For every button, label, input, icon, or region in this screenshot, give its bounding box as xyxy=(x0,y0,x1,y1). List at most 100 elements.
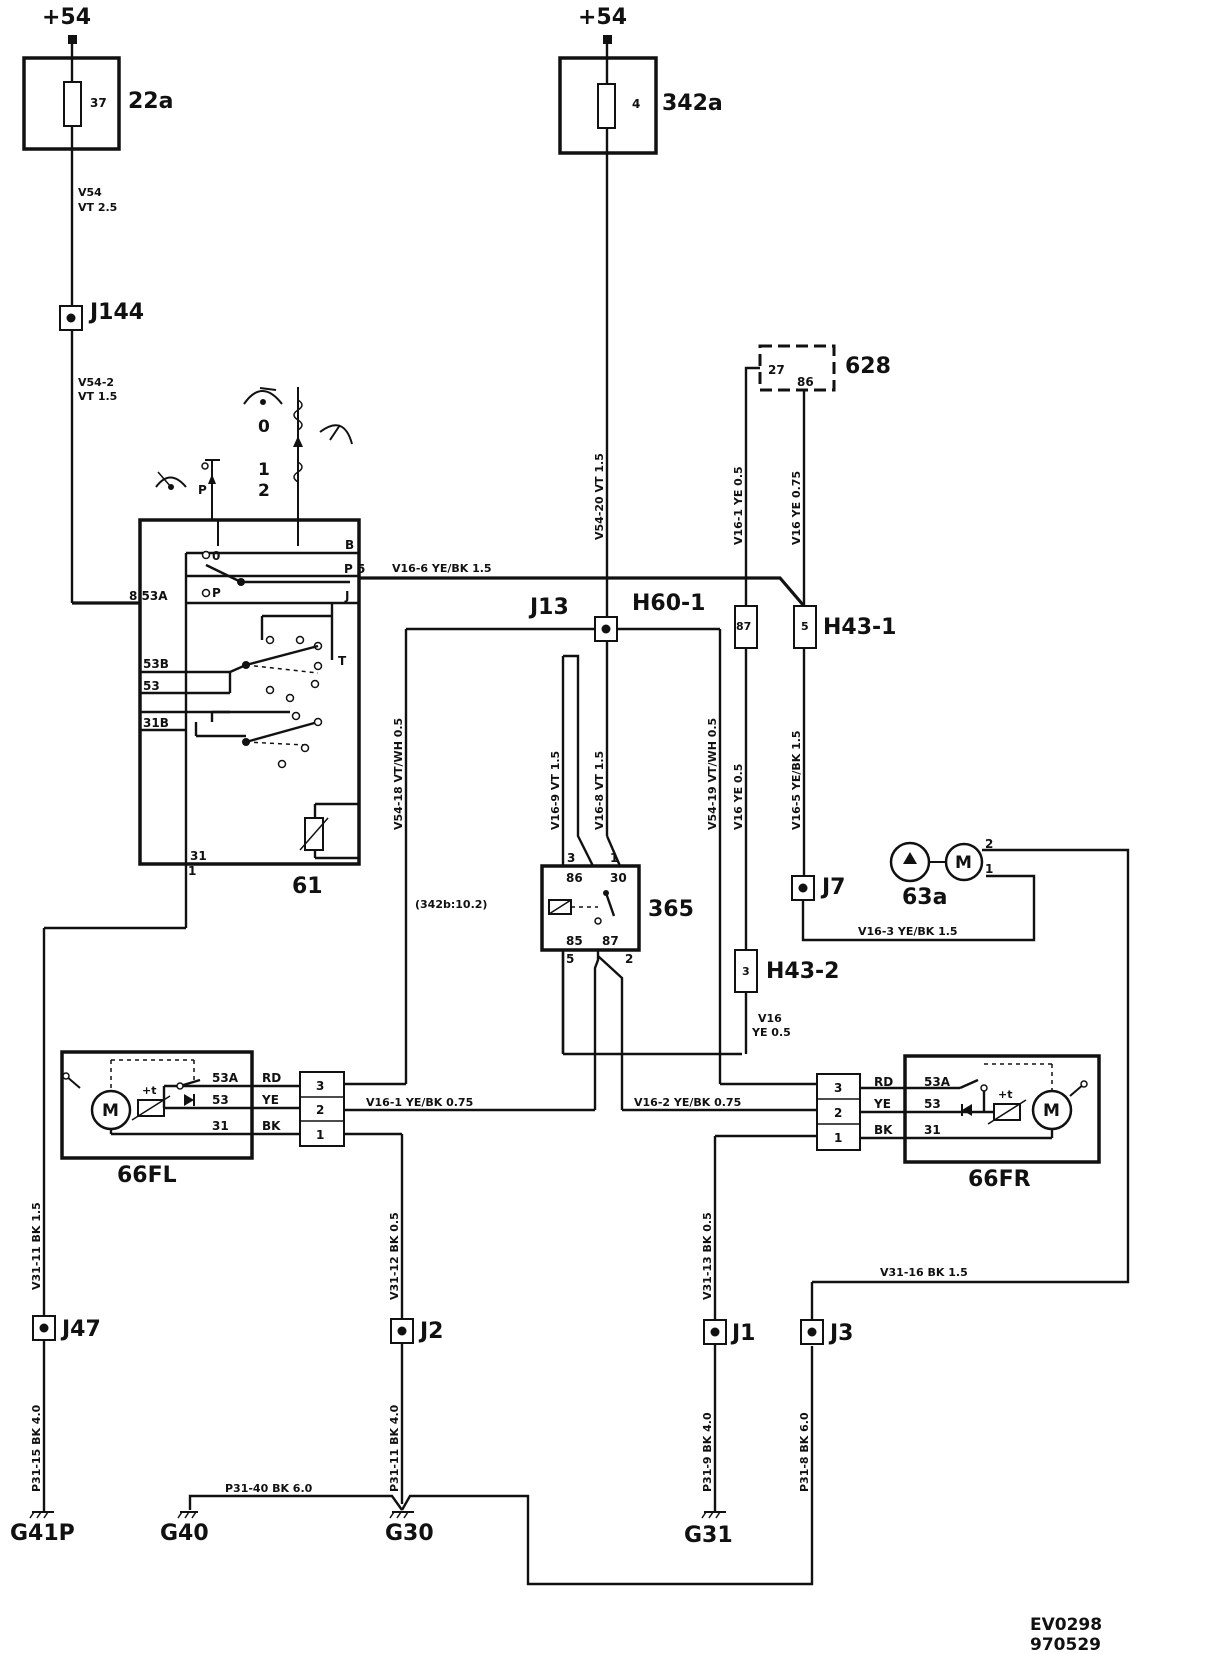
motor-66FL-wire-BK: BK xyxy=(262,1119,281,1133)
switch-61-terminal-J: J xyxy=(344,589,349,603)
wire-label: V16-6 YE/BK 1.5 xyxy=(392,562,492,575)
relay-365-pin-2: 2 xyxy=(625,952,633,966)
supply-left-terminal xyxy=(68,35,77,44)
motor-66FL-pin-31: 31 xyxy=(212,1119,229,1133)
motor-66FL-wire-YE: YE xyxy=(261,1093,279,1107)
connector-66FL-pin-1: 1 xyxy=(316,1128,324,1142)
switch-61-terminal-53A: 8 53A xyxy=(129,589,168,603)
supply-right-label: +54 xyxy=(578,5,627,30)
motor-66FR-pin-53: 53 xyxy=(924,1097,941,1111)
wire-label: V16-1 YE 0.5 xyxy=(732,466,745,545)
pump-63a-label: 63a xyxy=(902,885,947,910)
wire-label: V54-2 xyxy=(78,376,114,389)
motor-66FL-wire-RD: RD xyxy=(262,1071,281,1085)
ground-G40-label: G40 xyxy=(160,1521,209,1546)
wire-label: P31-15 BK 4.0 xyxy=(30,1404,43,1492)
supply-left-label: +54 xyxy=(42,5,91,30)
motor-66FL-pin-53: 53 xyxy=(212,1093,229,1107)
footer-date: 970529 xyxy=(1030,1635,1101,1654)
junction-J144-label: J144 xyxy=(88,300,144,325)
wire-label: P31-40 BK 6.0 xyxy=(225,1482,313,1495)
connector-66FL-pin-3: 3 xyxy=(316,1079,324,1093)
connector-66FR-pin-2: 2 xyxy=(834,1106,842,1120)
switch-61-label: 61 xyxy=(292,874,323,899)
motor-66FR-pin-53A: 53A xyxy=(924,1075,951,1089)
wire-label: V16-1 YE/BK 0.75 xyxy=(366,1096,473,1109)
wire-label: V16-3 YE/BK 1.5 xyxy=(858,925,958,938)
wire-label: V16 YE 0.5 xyxy=(732,764,745,830)
wire-label: V54 xyxy=(78,186,102,199)
connector-66FR-pin-1: 1 xyxy=(834,1131,842,1145)
ground-G30-label: G30 xyxy=(385,1521,434,1546)
switch-61-pos-1-top: 1 xyxy=(258,460,270,480)
switch-61-pos-0-top: 0 xyxy=(258,417,270,437)
pump-63a-pin-2: 2 xyxy=(985,837,993,851)
motor-66FL-thermal: +t xyxy=(142,1084,156,1097)
switch-61-terminal-53: 53 xyxy=(143,679,160,693)
wire-label: V31-16 BK 1.5 xyxy=(880,1266,968,1279)
junction-J3-label: J3 xyxy=(828,1321,854,1346)
connector-66FL-pin-2: 2 xyxy=(316,1103,324,1117)
wire-label: V31-12 BK 0.5 xyxy=(388,1212,401,1300)
wire-label: V31-13 BK 0.5 xyxy=(701,1212,714,1300)
wire-label: V16-8 VT 1.5 xyxy=(593,751,606,830)
switch-61-terminal-P5: P 5 xyxy=(344,562,365,576)
switch-61-terminal-31: 31 xyxy=(190,849,207,863)
relay-365-ref: (342b:10.2) xyxy=(415,898,487,911)
connector-66FL xyxy=(299,1071,345,1147)
motor-66FL-label-M: M xyxy=(102,1101,119,1121)
motor-66FR-wire-BK: BK xyxy=(874,1123,893,1137)
motor-66FR-wire-YE: YE xyxy=(873,1097,891,1111)
relay-365-pin-85: 85 xyxy=(566,934,583,948)
wiper-park-icon xyxy=(155,471,187,490)
relay-628-pin-27: 27 xyxy=(768,363,785,377)
wire-label: V16-9 VT 1.5 xyxy=(549,751,562,830)
pump-63a-motor xyxy=(944,842,984,882)
relay-365-pin-1: 1 xyxy=(610,851,618,865)
wire-label: V16 xyxy=(758,1012,782,1025)
relay-365-pin-5: 5 xyxy=(566,952,574,966)
wire-label: V16-2 YE/BK 0.75 xyxy=(634,1096,741,1109)
wire-label: V54-20 VT 1.5 xyxy=(593,453,606,540)
relay-365-label: 365 xyxy=(648,897,694,922)
supply-right-terminal xyxy=(603,35,612,44)
ground-G41P-label: G41P xyxy=(10,1521,75,1546)
wire-label: V16-5 YE/BK 1.5 xyxy=(790,730,803,830)
connector-87-pin: 87 xyxy=(736,620,751,633)
pump-63a-pin-1: 1 xyxy=(985,862,993,876)
connector-H43-1-pin: 5 xyxy=(801,620,809,633)
junction-J47-label: J47 xyxy=(60,1317,101,1342)
switch-61-pos-P-top: P xyxy=(198,483,207,497)
wiper-off-icon xyxy=(243,387,283,405)
fuse-342a-number: 4 xyxy=(632,97,640,111)
junction-J1-label: J1 xyxy=(730,1321,756,1346)
wire-label: YE 0.5 xyxy=(751,1026,791,1039)
connector-66FR-pin-3: 3 xyxy=(834,1081,842,1095)
fuse-342a-element xyxy=(597,83,616,129)
motor-66FL-pin-53A: 53A xyxy=(212,1071,239,1085)
wiper-fast-icon xyxy=(319,424,353,445)
fuse-22a-element xyxy=(63,81,82,127)
relay-365-pin-3: 3 xyxy=(567,851,575,865)
fuse-342a-label: 342a xyxy=(662,91,723,116)
wire-label: VT 2.5 xyxy=(78,201,117,214)
footer-code: EV0298 xyxy=(1030,1615,1102,1635)
junction-J2-label: J2 xyxy=(418,1319,444,1344)
wire-label: V54-18 VT/WH 0.5 xyxy=(392,718,405,830)
motor-66FL-label: 66FL xyxy=(117,1163,177,1188)
fuse-22a-number: 37 xyxy=(90,96,107,110)
switch-61-pin-1: 1 xyxy=(188,864,196,878)
relay-628-label: 628 xyxy=(845,354,891,379)
motor-66FR-wire-RD: RD xyxy=(874,1075,893,1089)
wire-label: VT 1.5 xyxy=(78,390,117,403)
connector-H60-1-label: H60-1 xyxy=(632,591,705,616)
connector-66FR xyxy=(816,1073,861,1151)
junction-J13-label: J13 xyxy=(528,595,569,620)
switch-61-terminal-B: B xyxy=(345,538,354,552)
connector-H43-2-label: H43-2 xyxy=(766,959,839,984)
relay-365-pin-86: 86 xyxy=(566,871,583,885)
wire-label: P31-9 BK 4.0 xyxy=(701,1412,714,1492)
switch-61-pos-0: 0 xyxy=(212,549,220,563)
switch-61-terminal-53B: 53B xyxy=(143,657,169,671)
switch-61-pos-P: P xyxy=(212,586,221,600)
